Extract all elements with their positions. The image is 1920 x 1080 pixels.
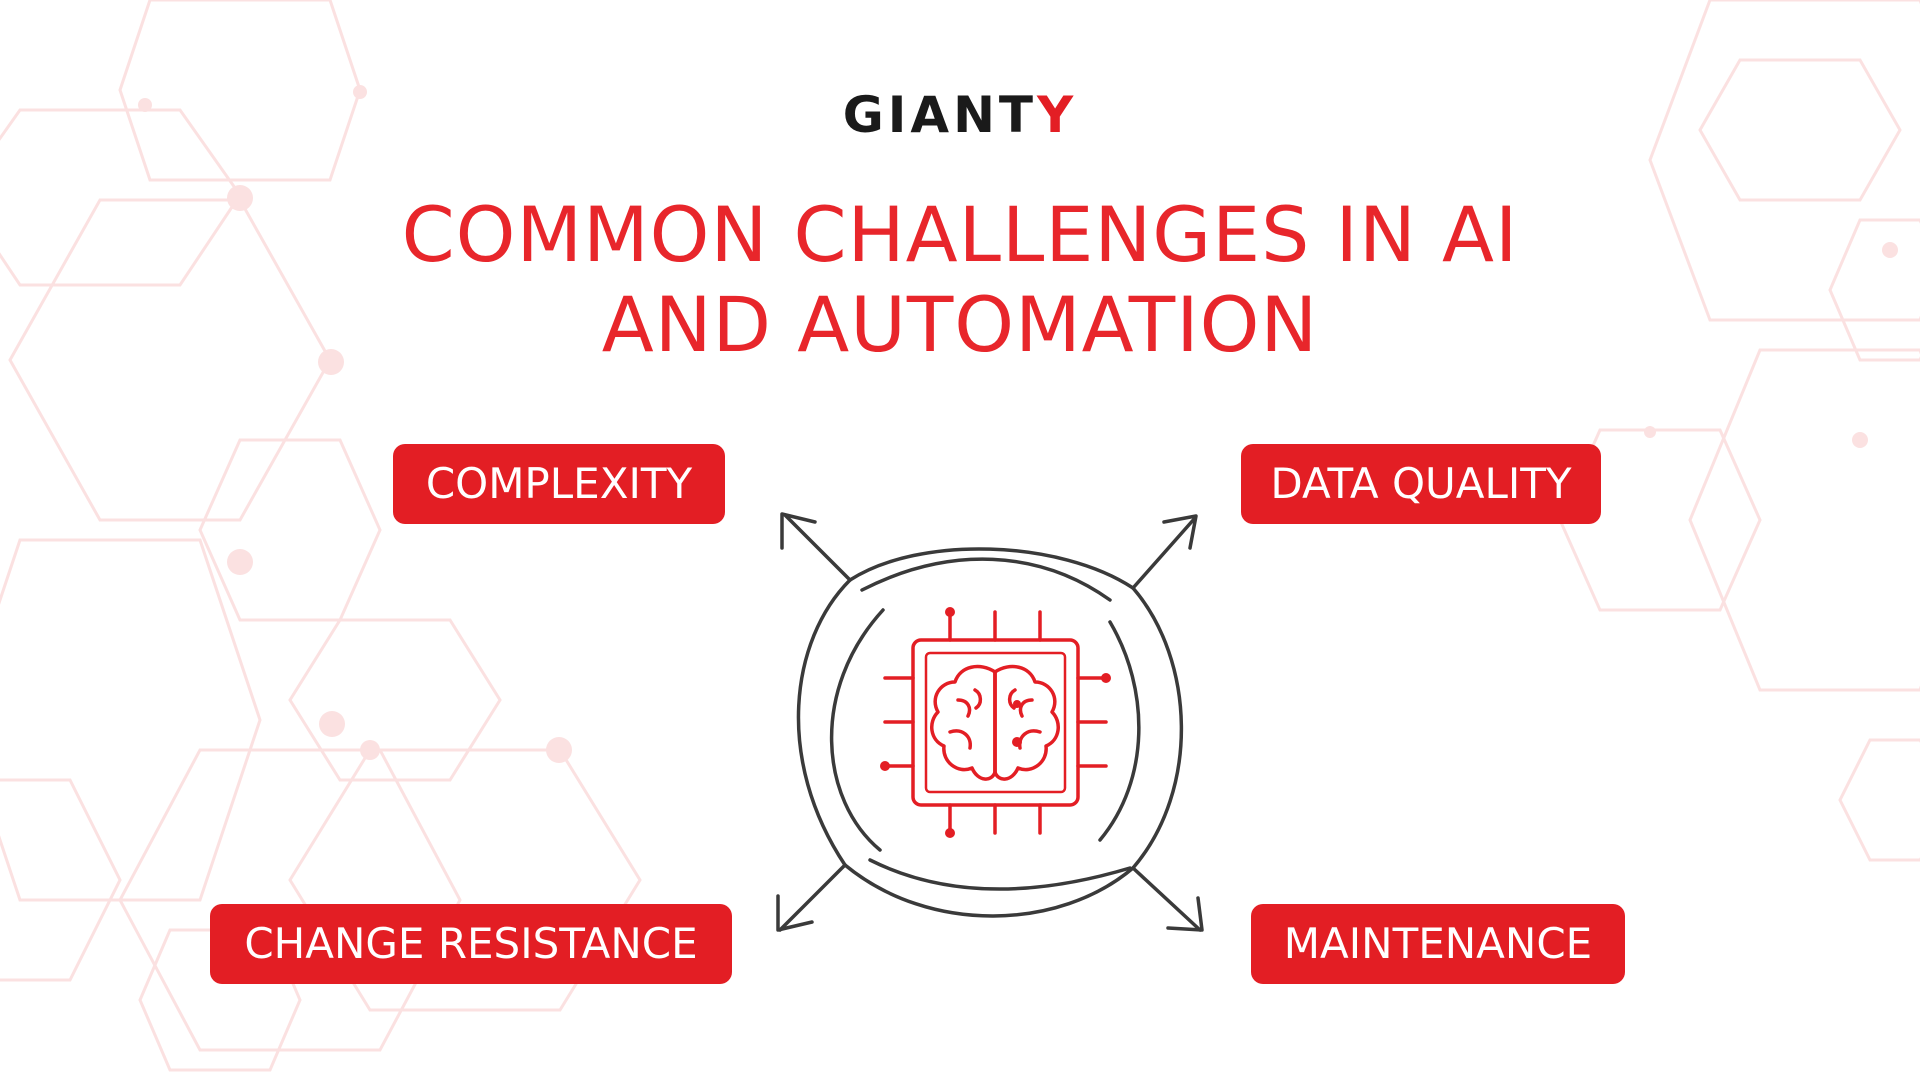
central-diagram [776,512,1204,932]
ai-chip-brain-icon [883,610,1108,835]
challenge-complexity-label: COMPLEXITY [393,444,725,524]
page-title: COMMON CHALLENGES IN AI AND AUTOMATION [310,190,1610,370]
challenge-maintenance-label: MAINTENANCE [1251,904,1625,984]
challenge-change-resistance-label: CHANGE RESISTANCE [210,904,732,984]
brand-logo-main: GIANT [842,86,1038,144]
chip-pin-dots [880,607,1111,838]
brand-logo-accent: Y [1037,86,1078,144]
page-title-line-1: COMMON CHALLENGES IN AI [401,190,1519,279]
circular-arrows-icon [776,512,1204,932]
challenge-data-quality-label: DATA QUALITY [1241,444,1601,524]
brand-logo: GIANTY [0,90,1920,140]
page-title-line-2: AND AUTOMATION [601,280,1319,369]
